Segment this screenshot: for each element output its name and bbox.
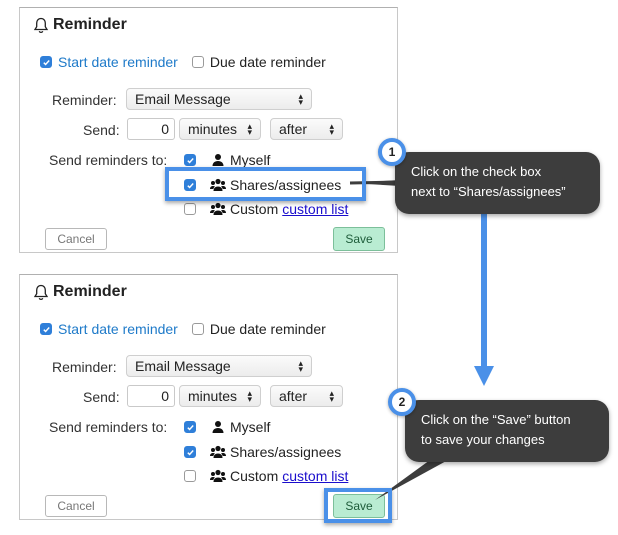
send-label: Send: (83, 122, 120, 138)
due-date-checkbox[interactable] (191, 323, 204, 335)
shares-checkbox[interactable] (184, 446, 196, 458)
bell-icon (33, 284, 49, 300)
reminder-panel-2: Reminder Start date reminder Due date re… (19, 274, 398, 520)
myself-checkbox[interactable] (184, 421, 196, 433)
start-date-label[interactable]: Start date reminder (58, 54, 178, 70)
highlight-shares-checkbox (165, 167, 366, 201)
user-icon (212, 421, 224, 433)
check-icon (186, 157, 194, 164)
step-2-badge: 2 (388, 388, 416, 416)
select-arrows-icon: ▴▾ (329, 121, 334, 137)
check-icon (186, 449, 194, 456)
users-icon (210, 469, 226, 482)
due-date-checkbox[interactable] (191, 56, 204, 68)
send-relation-select[interactable]: after ▴▾ (270, 385, 343, 407)
callout-step-2: Click on the “Save” button to save your … (405, 400, 609, 462)
select-arrows-icon: ▴▾ (247, 388, 252, 404)
check-icon (186, 424, 194, 431)
select-arrows-icon: ▴▾ (298, 91, 303, 107)
users-icon (210, 178, 226, 191)
custom-list-link[interactable]: custom list (282, 468, 349, 484)
check-icon (42, 59, 50, 66)
send-unit-select[interactable]: minutes ▴▾ (179, 385, 261, 407)
custom-list-link[interactable]: custom list (282, 201, 349, 217)
select-arrows-icon: ▴▾ (329, 388, 334, 404)
send-amount-input[interactable]: 0 (127, 385, 175, 407)
reminder-method-select[interactable]: Email Message ▴▾ (126, 88, 312, 110)
panel-title: Reminder (33, 283, 127, 301)
start-date-label[interactable]: Start date reminder (58, 321, 178, 337)
cancel-button[interactable]: Cancel (45, 228, 107, 250)
send-amount-input[interactable]: 0 (127, 118, 175, 140)
send-unit-select[interactable]: minutes ▴▾ (179, 118, 261, 140)
custom-checkbox[interactable] (184, 203, 196, 215)
save-button[interactable]: Save (333, 494, 385, 518)
recipient-shares: Shares/assignees (184, 444, 341, 460)
bell-icon (33, 17, 49, 33)
due-date-label[interactable]: Due date reminder (209, 54, 326, 70)
recipient-custom: Custom custom list (184, 468, 348, 484)
reminder-panel-1: Reminder Start date reminder Due date re… (19, 7, 398, 253)
start-date-checkbox[interactable] (40, 56, 52, 68)
recipient-custom: Custom custom list (184, 201, 348, 217)
user-icon (212, 154, 224, 166)
send-to-label: Send reminders to: (49, 419, 168, 435)
shares-checkbox[interactable] (184, 179, 196, 191)
users-icon (210, 202, 226, 215)
recipient-shares: Shares/assignees (184, 177, 341, 193)
check-icon (42, 326, 50, 333)
select-arrows-icon: ▴▾ (298, 358, 303, 374)
start-date-checkbox[interactable] (40, 323, 52, 335)
step-1-badge: 1 (378, 138, 406, 166)
reminder-type-row: Start date reminder Due date reminder (40, 54, 326, 70)
highlight-save-button (324, 488, 392, 523)
recipient-myself: Myself (184, 419, 270, 435)
recipient-myself: Myself (184, 152, 270, 168)
reminder-type-row: Start date reminder Due date reminder (40, 321, 326, 337)
select-arrows-icon: ▴▾ (247, 121, 252, 137)
reminder-method-select[interactable]: Email Message ▴▾ (126, 355, 312, 377)
send-to-label: Send reminders to: (49, 152, 168, 168)
myself-checkbox[interactable] (184, 154, 196, 166)
save-button[interactable]: Save (333, 227, 385, 251)
reminder-label: Reminder: (52, 92, 117, 108)
users-icon (210, 445, 226, 458)
reminder-label: Reminder: (52, 359, 117, 375)
panel-title: Reminder (33, 16, 127, 34)
callout-step-1: Click on the check box next to “Shares/a… (395, 152, 600, 214)
check-icon (186, 182, 194, 189)
due-date-label[interactable]: Due date reminder (209, 321, 326, 337)
cancel-button[interactable]: Cancel (45, 495, 107, 517)
send-relation-select[interactable]: after ▴▾ (270, 118, 343, 140)
send-label: Send: (83, 389, 120, 405)
custom-checkbox[interactable] (184, 470, 196, 482)
